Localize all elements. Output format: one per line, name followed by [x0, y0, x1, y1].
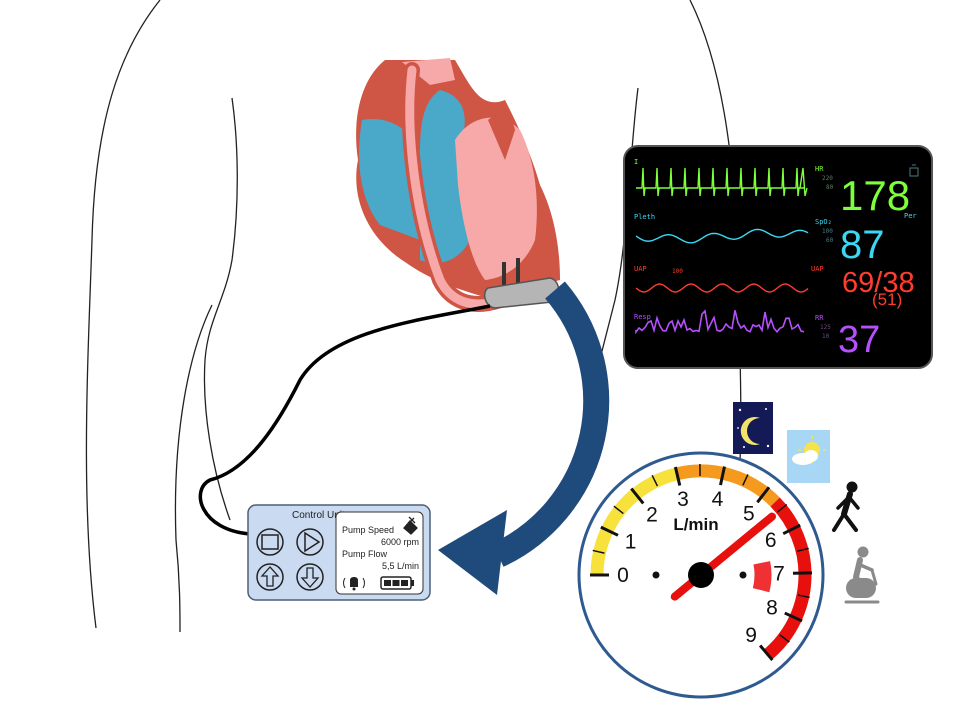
control-unit-display — [335, 511, 424, 595]
moon-icon — [733, 402, 773, 454]
hr-value: 178 — [840, 172, 910, 219]
gauge-major-tick — [600, 525, 619, 537]
gauge-minor-tick — [776, 503, 788, 513]
gauge-minor-tick — [742, 474, 749, 486]
pump-speed-value: 6000 rpm — [381, 537, 419, 547]
gauge-tick-label: 0 — [617, 564, 629, 587]
gauge-tick-label: 1 — [625, 530, 637, 553]
control-unit: Control Unit Pump Speed 6000 rpm Pump Fl… — [247, 504, 431, 601]
down-button[interactable] — [296, 563, 324, 591]
gauge-minor-tick — [779, 634, 790, 643]
monitor-status-icon — [909, 164, 919, 177]
spo2-value: 87 — [840, 223, 885, 267]
bp-value: 69/38 — [842, 267, 915, 299]
gauge-needle — [697, 512, 777, 579]
control-unit-title: Control Unit — [292, 510, 345, 521]
gauge-band-mid — [675, 464, 780, 507]
pump-flow-value: 5,5 L/min — [382, 561, 419, 571]
gauge-minor-tick — [797, 594, 810, 599]
battery-icon — [380, 576, 414, 590]
gauge-tick-label: 9 — [745, 624, 757, 647]
gauge-tick-label: 5 — [743, 502, 755, 525]
gauge-major-tick — [756, 486, 771, 504]
bp-mean-value: (51) — [872, 290, 902, 309]
gauge-target-range — [752, 561, 772, 593]
stop-button[interactable] — [256, 528, 284, 556]
spo2-scale-hi: 100 — [822, 228, 833, 235]
rr-scale-hi: 125 — [820, 324, 831, 331]
hr-param: HR — [815, 165, 824, 173]
walking-icon — [832, 481, 860, 532]
up-button[interactable] — [256, 563, 284, 591]
gauge-major-tick — [630, 487, 645, 505]
heart-illustration — [356, 58, 560, 312]
spo2-scale-lo: 60 — [826, 237, 834, 244]
feedback-arrow — [492, 281, 610, 567]
gauge-tick-label: 3 — [677, 488, 689, 511]
ecg-waveform-tail — [799, 167, 808, 197]
rr-value: 37 — [838, 319, 880, 361]
gauge-major-tick — [673, 466, 682, 486]
pump-flow-label: Pump Flow — [342, 549, 388, 559]
ecg-label: I — [634, 158, 638, 166]
gauge-minor-tick — [613, 505, 624, 515]
uap-label: UAP — [634, 265, 647, 273]
gauge-dot-right — [739, 571, 747, 579]
gauge-unit: L/min — [673, 515, 718, 534]
uap-param: UAP — [811, 265, 824, 273]
patient-monitor: I Pleth UAP 100 Resp HR 220 80 178 SpO₂ … — [623, 145, 933, 369]
rr-scale-lo: 10 — [822, 333, 830, 340]
gauge-major-tick — [784, 611, 803, 623]
pleth-label: Pleth — [634, 213, 655, 221]
uap-mark: 100 — [672, 268, 683, 275]
gauge-minor-tick — [592, 549, 605, 554]
hr-scale-hi: 220 — [822, 175, 833, 182]
pump-speed-label: Pump Speed — [342, 525, 394, 535]
spo2-param: SpO₂ — [815, 218, 832, 226]
ecg-waveform — [636, 167, 804, 197]
gauge-major-tick — [758, 644, 774, 661]
per-label: Per — [904, 212, 917, 220]
gauge-hub — [688, 562, 714, 588]
alarm-bell-icon — [343, 577, 365, 591]
feedback-arrowhead — [438, 510, 507, 595]
gauge-minor-tick — [796, 547, 809, 552]
gauge-minor-tick — [651, 474, 659, 487]
driveline-cable — [198, 304, 491, 536]
gauge-tick-label: 8 — [766, 596, 778, 619]
gauge-dot-left — [652, 571, 660, 579]
gauge-tick-label: 2 — [646, 503, 658, 526]
gauge-major-tick — [719, 466, 726, 486]
play-button[interactable] — [296, 528, 324, 556]
hr-scale-lo: 80 — [826, 184, 834, 191]
resp-label: Resp — [634, 313, 651, 321]
resp-waveform — [635, 309, 805, 335]
gauge-tick-label: 6 — [765, 529, 777, 552]
rr-param: RR — [815, 314, 824, 322]
plug-icon — [403, 516, 418, 535]
gauge-tick-label: 4 — [712, 488, 724, 511]
exercise-bike-icon — [844, 546, 880, 604]
gauge-tick-label: 7 — [773, 562, 785, 585]
uap-waveform — [635, 283, 809, 293]
gauge-major-tick — [782, 523, 801, 536]
sun-icon — [787, 430, 830, 483]
pleth-waveform — [635, 228, 809, 244]
